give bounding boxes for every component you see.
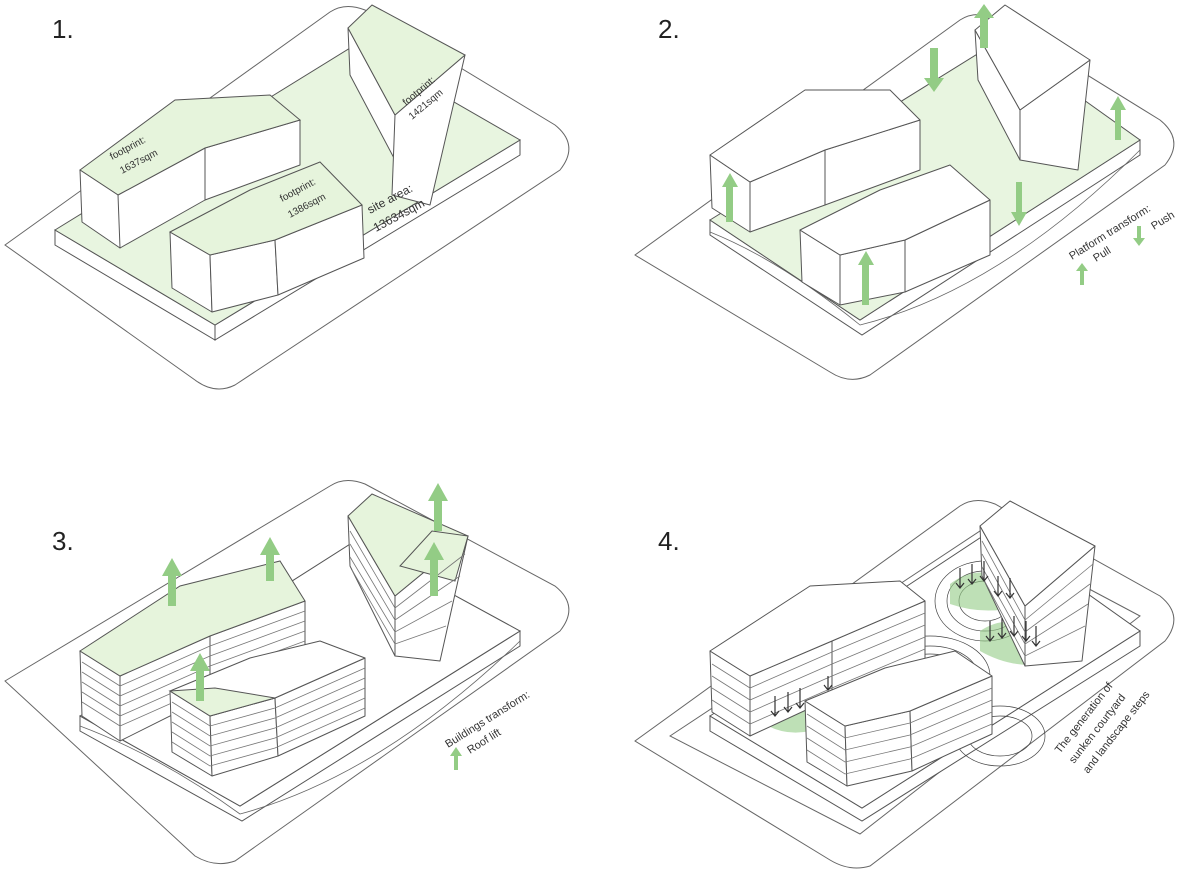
down-arrow-icon: [795, 688, 805, 709]
diagram-step-1: [4, 4, 570, 390]
roof-lift-arrows: [162, 483, 462, 770]
roof-lift-arrow-icon: [162, 558, 182, 606]
down-arrow-icon: [1005, 578, 1015, 599]
roof-lift-arrow-icon: [424, 542, 444, 596]
legend-roof-lift-icon: [450, 747, 462, 770]
roof-lift-arrow-icon: [428, 483, 448, 531]
roof-lift-arrow-icon: [190, 653, 210, 701]
pull-arrow-icon: [858, 251, 874, 305]
road-outline: [634, 14, 1175, 380]
down-arrow-icon: [985, 621, 995, 642]
down-arrow-icon: [967, 564, 977, 585]
down-arrow-icon: [979, 561, 989, 582]
panel-1: 1. footprint: 1637sqm footprint: 1421sqm…: [0, 0, 600, 436]
diagram-step-2: Platform transform: Pull Push: [634, 4, 1177, 380]
panel-4: 4.: [600, 436, 1200, 872]
roof-lift-arrow-icon: [260, 537, 280, 581]
panel-number: 4.: [658, 526, 680, 556]
down-arrow-icon: [783, 692, 793, 713]
down-arrow-icon: [1021, 621, 1031, 642]
down-arrow-icon: [997, 618, 1007, 639]
legend-pull-icon: [1076, 263, 1088, 285]
panel-number: 3.: [52, 526, 74, 556]
road-outline: [634, 500, 1175, 869]
panel-3: 3.: [0, 436, 600, 872]
down-arrow-icon: [993, 576, 1003, 597]
pull-push-arrows: [722, 4, 1145, 305]
down-arrow-icon: [823, 676, 833, 691]
panel-number: 2.: [658, 14, 680, 44]
panel-2: 2. Platform transform:: [600, 0, 1200, 436]
diagram-step-4: The generation of sunken courtyard and l…: [634, 500, 1175, 869]
down-arrow-icon: [1031, 626, 1041, 647]
push-arrow-icon: [924, 48, 944, 92]
down-arrow-icon: [955, 568, 965, 589]
down-arrow-icon: [770, 696, 780, 717]
sink-arrows: [770, 561, 1041, 717]
pull-arrow-icon: [1110, 96, 1126, 140]
down-arrow-icon: [1009, 616, 1019, 637]
panel-number: 1.: [52, 14, 74, 44]
road-outline: [4, 6, 570, 390]
diagram-step-3: Buildings transform: Roof lift: [4, 480, 570, 865]
push-arrow-icon: [1011, 182, 1027, 226]
pull-arrow-icon: [722, 173, 738, 222]
legend-push-icon: [1133, 226, 1145, 246]
road-outline: [4, 480, 570, 865]
legend-push: Push: [1149, 209, 1177, 232]
pull-arrow-icon: [974, 4, 994, 48]
